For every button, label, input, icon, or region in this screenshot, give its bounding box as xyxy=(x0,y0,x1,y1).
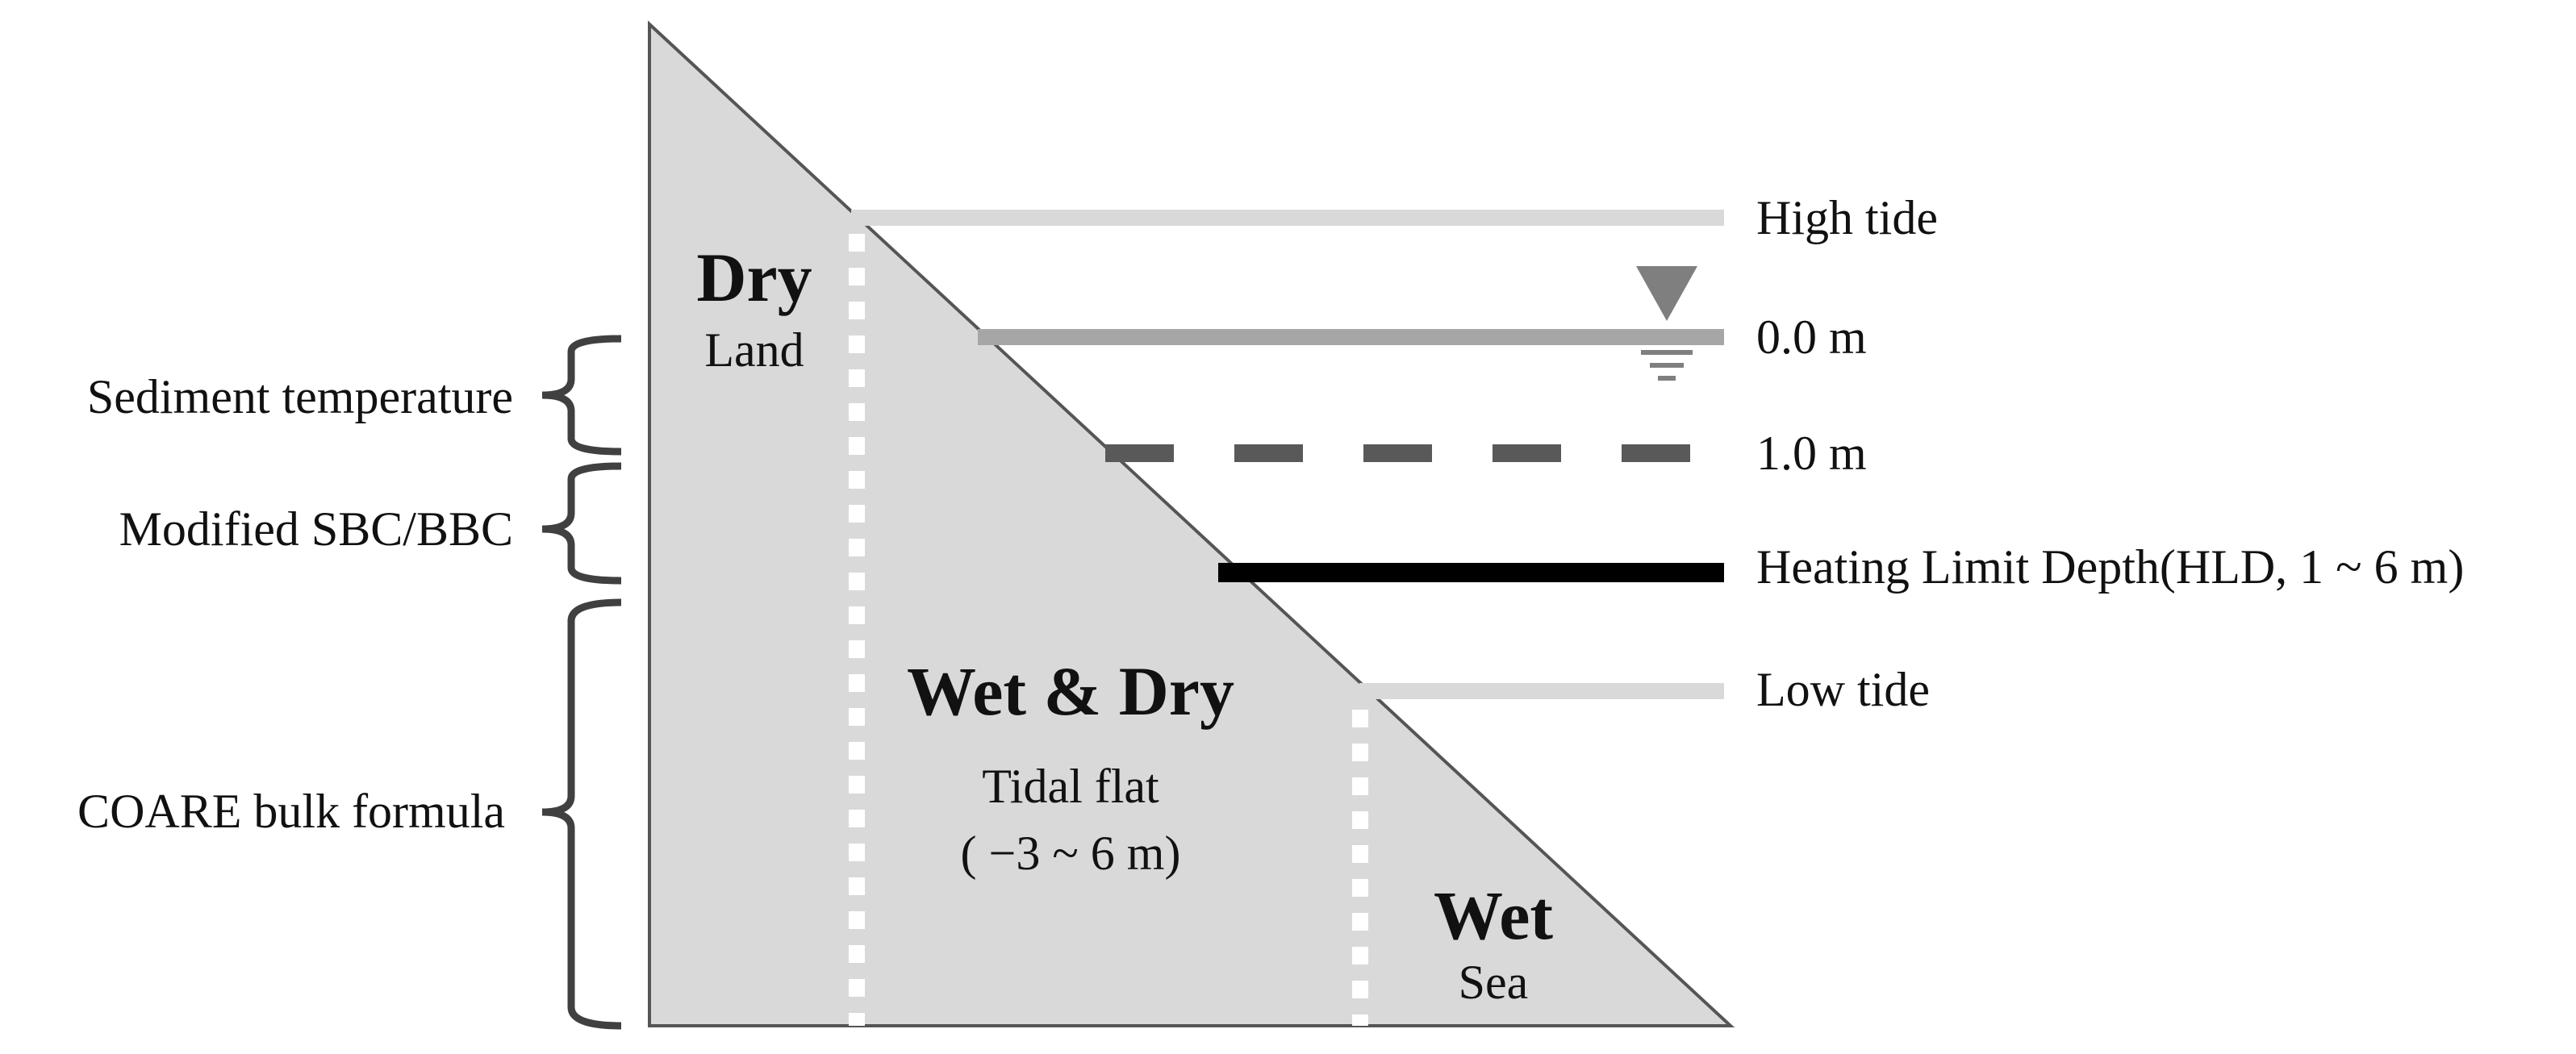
coare-brace xyxy=(541,598,622,1030)
coare-bulk-formula-label: COARE bulk formula xyxy=(77,785,505,838)
sediment-temperature-label: Sediment temperature xyxy=(87,370,513,423)
zero-level-label: 0.0 m xyxy=(1756,310,1867,364)
wet-dry-subtitle: Tidal flat xyxy=(982,760,1159,813)
dry-subtitle: Land xyxy=(704,323,804,377)
modified-sbc-bbc-label: Modified SBC/BBC xyxy=(119,502,513,556)
hld-label: Heating Limit Depth(HLD, 1 ~ 6 m) xyxy=(1756,540,2464,594)
shore-slope xyxy=(648,20,1735,1027)
wet-dry-title: Wet & Dry xyxy=(907,652,1234,730)
low-tide-label: Low tide xyxy=(1756,663,1930,716)
sediment-brace xyxy=(541,335,622,456)
wet-dry-range: ( −3 ~ 6 m) xyxy=(961,827,1181,880)
one-meter-label: 1.0 m xyxy=(1756,427,1867,480)
modified-brace xyxy=(541,462,622,585)
wet-title: Wet xyxy=(1434,877,1553,954)
dry-title: Dry xyxy=(696,239,812,316)
high-tide-label: High tide xyxy=(1756,191,1938,244)
water-level-icon xyxy=(1636,266,1697,381)
wet-subtitle: Sea xyxy=(1459,956,1529,1009)
